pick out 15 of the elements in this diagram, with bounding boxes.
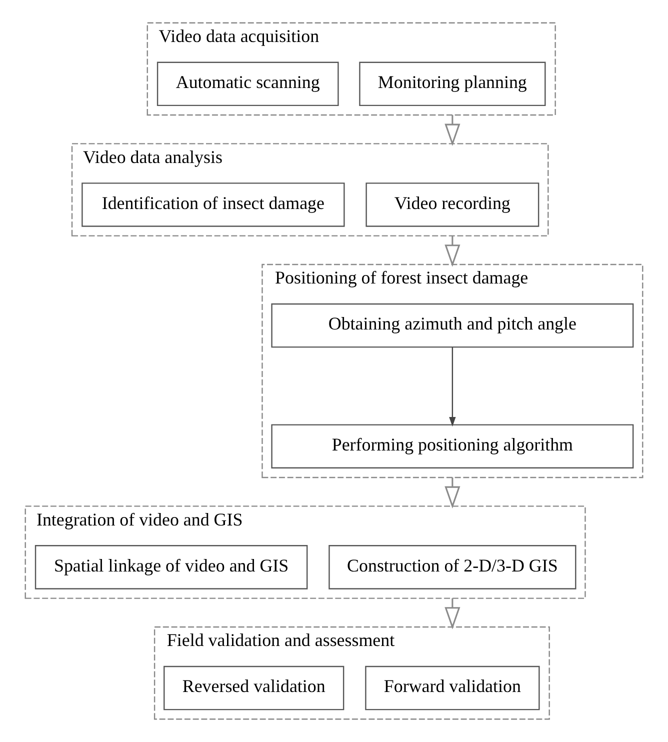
node-box: Performing positioning algorithm [271, 424, 634, 468]
node-box: Reversed validation [164, 666, 344, 710]
node-box: Identification of insect damage [82, 182, 345, 227]
node-box: Video recording [366, 182, 540, 227]
node-box: Automatic scanning [156, 62, 339, 106]
arrow [444, 115, 460, 146]
arrow [444, 598, 460, 630]
node-box: Obtaining azimuth and pitch angle [271, 303, 634, 348]
arrow [449, 347, 456, 427]
arrow [444, 236, 460, 267]
node-box: Monitoring planning [359, 62, 546, 106]
node-box: Construction of 2-D/3-D GIS [328, 545, 576, 590]
node-box: Spatial linkage of video and GIS [34, 545, 308, 590]
arrow [444, 477, 460, 509]
node-box: Forward validation [365, 666, 540, 710]
